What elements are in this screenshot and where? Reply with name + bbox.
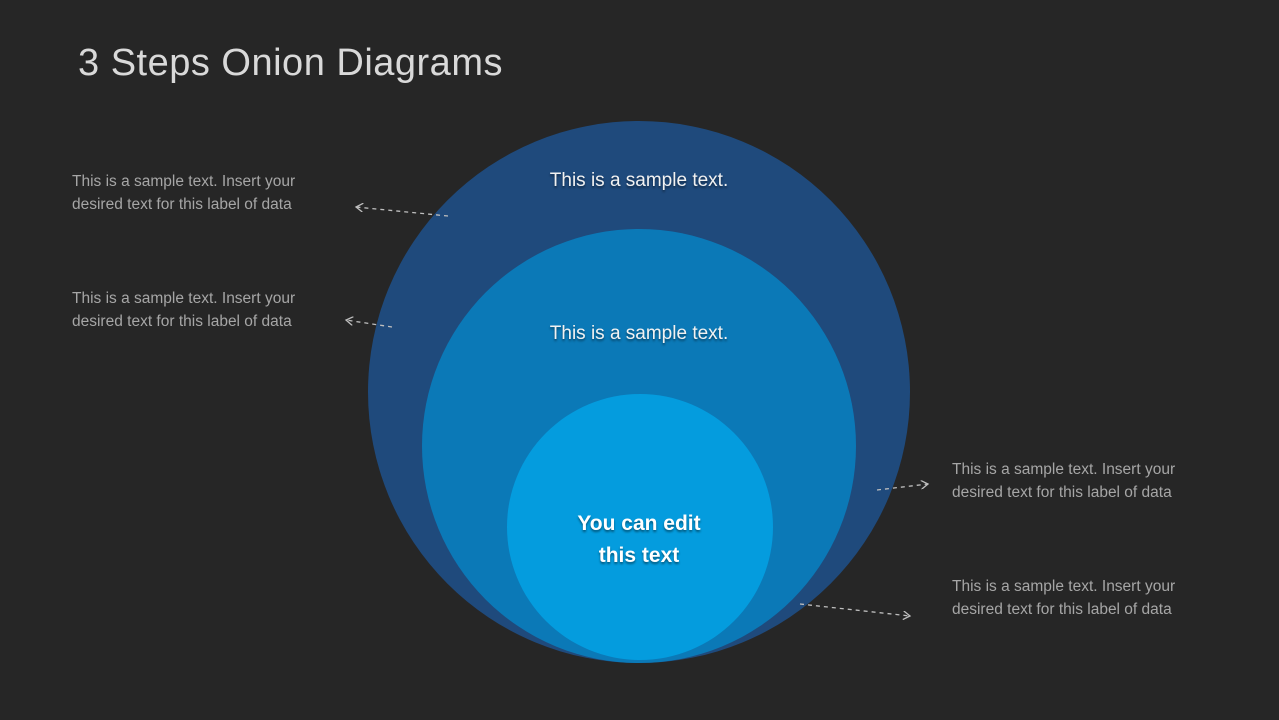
middle-ring-label: This is a sample text. [549, 323, 729, 344]
callout-label-right-middle: This is a sample text. Insert your desir… [952, 461, 1176, 501]
callout-label-left-middle: This is a sample text. Insert your desir… [72, 290, 296, 330]
callout-label-right-bottom: This is a sample text. Insert your desir… [952, 578, 1176, 618]
outer-ring-label: This is a sample text. [549, 170, 729, 191]
onion-ring-inner [507, 394, 773, 660]
inner-ring-label: You can edit this text [577, 512, 701, 567]
callout-label-left-top: This is a sample text. Insert your desir… [72, 173, 296, 213]
page-title: 3 Steps Onion Diagrams [78, 42, 503, 84]
